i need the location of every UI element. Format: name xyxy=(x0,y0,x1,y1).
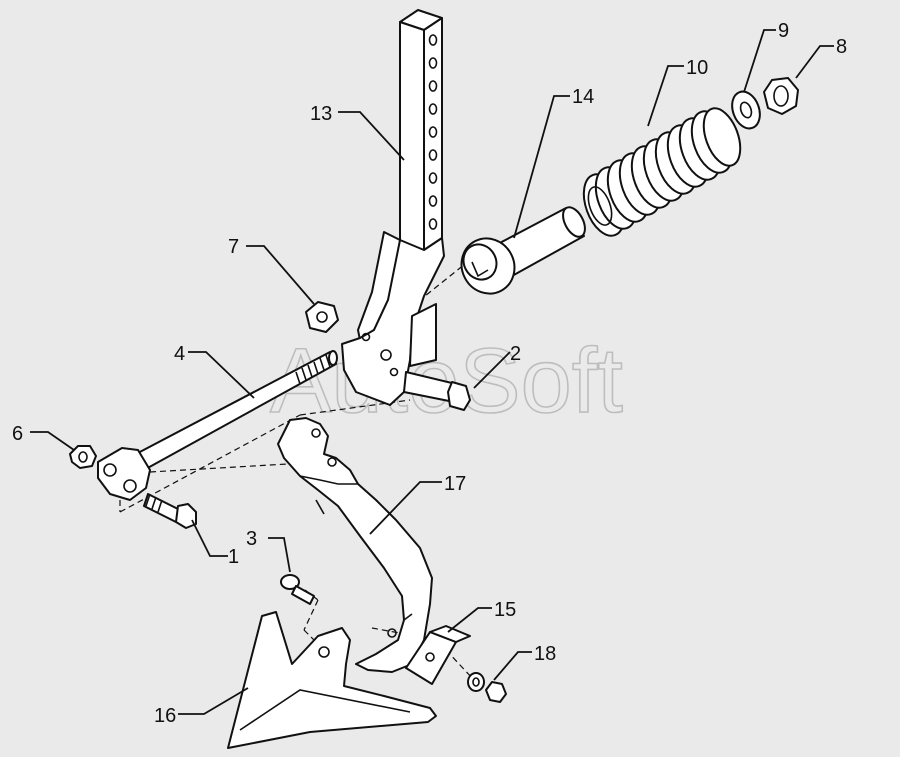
callout-18: 18 xyxy=(534,643,556,665)
nut-part-8 xyxy=(763,77,799,115)
callout-3: 3 xyxy=(246,528,257,550)
bolt-part-3 xyxy=(280,574,315,605)
callout-15: 15 xyxy=(494,599,516,621)
share-part-16 xyxy=(227,611,437,749)
nut-part-6 xyxy=(69,445,97,469)
callout-numbers: 1 2 3 4 6 7 8 9 10 13 14 15 16 17 18 xyxy=(12,20,847,727)
callout-7: 7 xyxy=(228,236,239,258)
sleeve-part-14 xyxy=(460,206,586,295)
leg-part-17 xyxy=(277,417,433,673)
callout-8: 8 xyxy=(836,36,847,58)
callout-4: 4 xyxy=(174,343,185,365)
callout-1: 1 xyxy=(228,546,239,568)
nut-part-7 xyxy=(305,301,339,333)
callout-16: 16 xyxy=(154,705,176,727)
callout-14: 14 xyxy=(572,86,594,108)
callout-6: 6 xyxy=(12,423,23,445)
callout-10: 10 xyxy=(686,57,708,79)
callout-9: 9 xyxy=(778,20,789,42)
callout-leaders xyxy=(30,29,834,715)
clamp-part-15 xyxy=(405,625,471,685)
callout-13: 13 xyxy=(310,103,332,125)
callout-17: 17 xyxy=(444,473,466,495)
bolt-part-2 xyxy=(403,371,471,411)
bolt-part-1 xyxy=(143,493,197,529)
callout-2: 2 xyxy=(510,343,521,365)
nut-part-18 xyxy=(467,672,507,703)
spring-part-10 xyxy=(582,107,742,237)
shank-bar-part-13 xyxy=(341,9,445,406)
rod-part-4 xyxy=(97,350,338,501)
washer-part-9 xyxy=(731,90,761,130)
